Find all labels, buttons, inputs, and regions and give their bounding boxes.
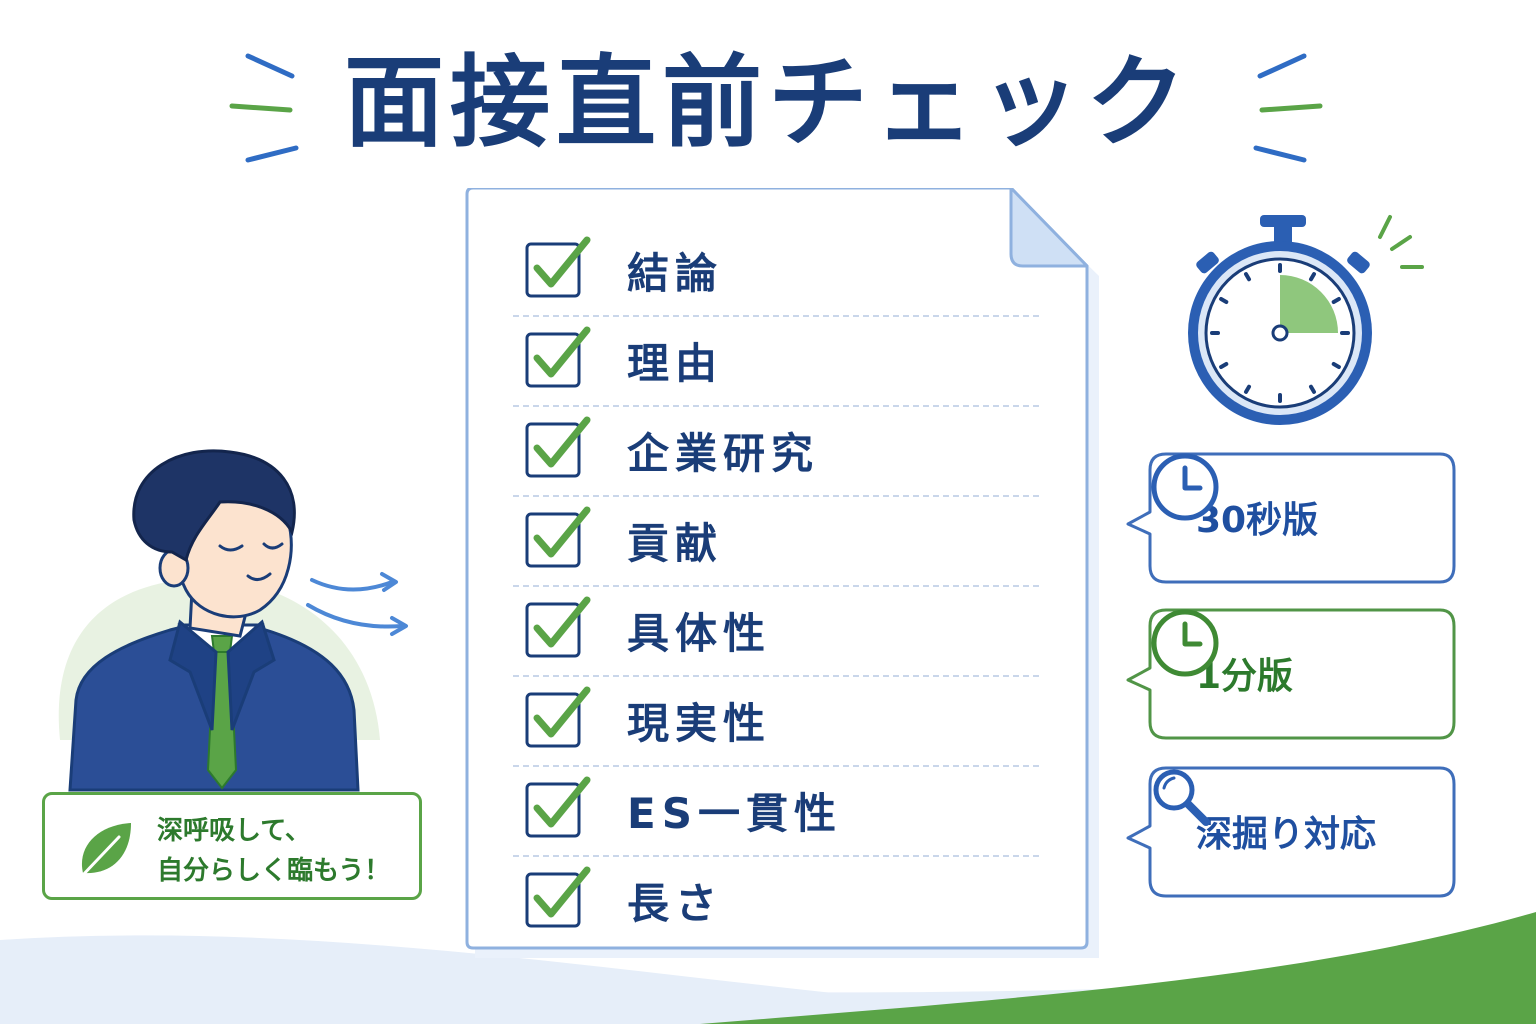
check-icon (525, 506, 591, 568)
checkbox[interactable] (525, 236, 591, 298)
checkbox[interactable] (525, 326, 591, 388)
checklist-paper: 結論理由企業研究貢献具体性現実性 ES一貫性長さ (465, 188, 1099, 958)
stopwatch-icon (1188, 215, 1424, 425)
check-icon (525, 416, 591, 478)
checkbox[interactable] (525, 416, 591, 478)
checklist-divider (513, 405, 1039, 407)
stopwatch-tick (1309, 384, 1316, 394)
title-accent-right (1253, 53, 1323, 163)
checklist-item-label: ES一貫性 (627, 788, 842, 838)
tip-text: 深呼吸して、 自分らしく臨もう！ (157, 811, 390, 891)
tip-line-1: 深呼吸して、 (157, 816, 311, 846)
person-illustration (58, 449, 408, 792)
checklist-item[interactable]: 理由 (525, 326, 1045, 390)
leaf-icon (79, 823, 131, 879)
check-icon (525, 686, 591, 748)
bubble-label: 30秒版 (1196, 500, 1319, 541)
checklist-divider (513, 315, 1039, 317)
paper-shape (465, 188, 1099, 958)
magnifier-icon (1153, 769, 1210, 826)
stopwatch-tick (1309, 272, 1316, 282)
stopwatch-tick (1331, 297, 1341, 304)
checklist-item-label: 企業研究 (627, 428, 820, 478)
tip-line-2: 自分らしく臨もう！ (157, 856, 391, 886)
checklist-item[interactable]: 長さ (525, 866, 1045, 930)
checklist-item-label: 理由 (627, 338, 724, 388)
bubble-label: 1分版 (1196, 656, 1294, 697)
stopwatch-tick (1219, 297, 1229, 304)
checklist-item[interactable]: 現実性 (525, 686, 1045, 750)
stopwatch-tick (1244, 384, 1251, 394)
checklist-divider (513, 585, 1039, 587)
tip-box: 深呼吸して、 自分らしく臨もう！ (42, 792, 422, 900)
checklist-divider (513, 495, 1039, 497)
checklist-item[interactable]: 企業研究 (525, 416, 1045, 480)
checklist-item[interactable]: 貢献 (525, 506, 1045, 570)
checklist-divider (513, 765, 1039, 767)
checklist-item[interactable]: ES一貫性 (525, 776, 1045, 840)
checklist-item[interactable]: 具体性 (525, 596, 1045, 660)
bubble-label: 深掘り対応 (1196, 814, 1377, 855)
checklist-item[interactable]: 結論 (525, 236, 1045, 300)
checkbox[interactable] (525, 506, 591, 568)
checklist-item-label: 長さ (627, 878, 724, 928)
clock-icon (1151, 453, 1219, 521)
checklist-divider (513, 675, 1039, 677)
check-icon (525, 776, 591, 838)
bottom-wave-decoration (0, 912, 1536, 1024)
checklist-item-label: 現実性 (627, 698, 772, 748)
checkbox[interactable] (525, 866, 591, 928)
title-accent-left (229, 53, 299, 163)
checkbox[interactable] (525, 596, 591, 658)
checkbox[interactable] (525, 776, 591, 838)
time-bubble: 1分版 (1126, 608, 1456, 740)
stopwatch-tick (1331, 362, 1341, 369)
checklist-divider (513, 855, 1039, 857)
bubble-shape (1126, 766, 1456, 898)
page-title: 面接直前チェック (344, 44, 1192, 161)
stopwatch-tick (1244, 272, 1251, 282)
check-icon (525, 236, 591, 298)
check-icon (525, 596, 591, 658)
checklist-item-label: 貢献 (627, 518, 724, 568)
checklist-item-label: 結論 (627, 248, 724, 298)
check-icon (525, 326, 591, 388)
time-bubble: 深掘り対応 (1126, 766, 1456, 898)
checkbox[interactable] (525, 686, 591, 748)
clock-icon (1151, 609, 1219, 677)
check-icon (525, 866, 591, 928)
stopwatch-tick (1219, 362, 1229, 369)
time-bubble: 30秒版 (1126, 452, 1456, 584)
checklist-item-label: 具体性 (627, 608, 772, 658)
